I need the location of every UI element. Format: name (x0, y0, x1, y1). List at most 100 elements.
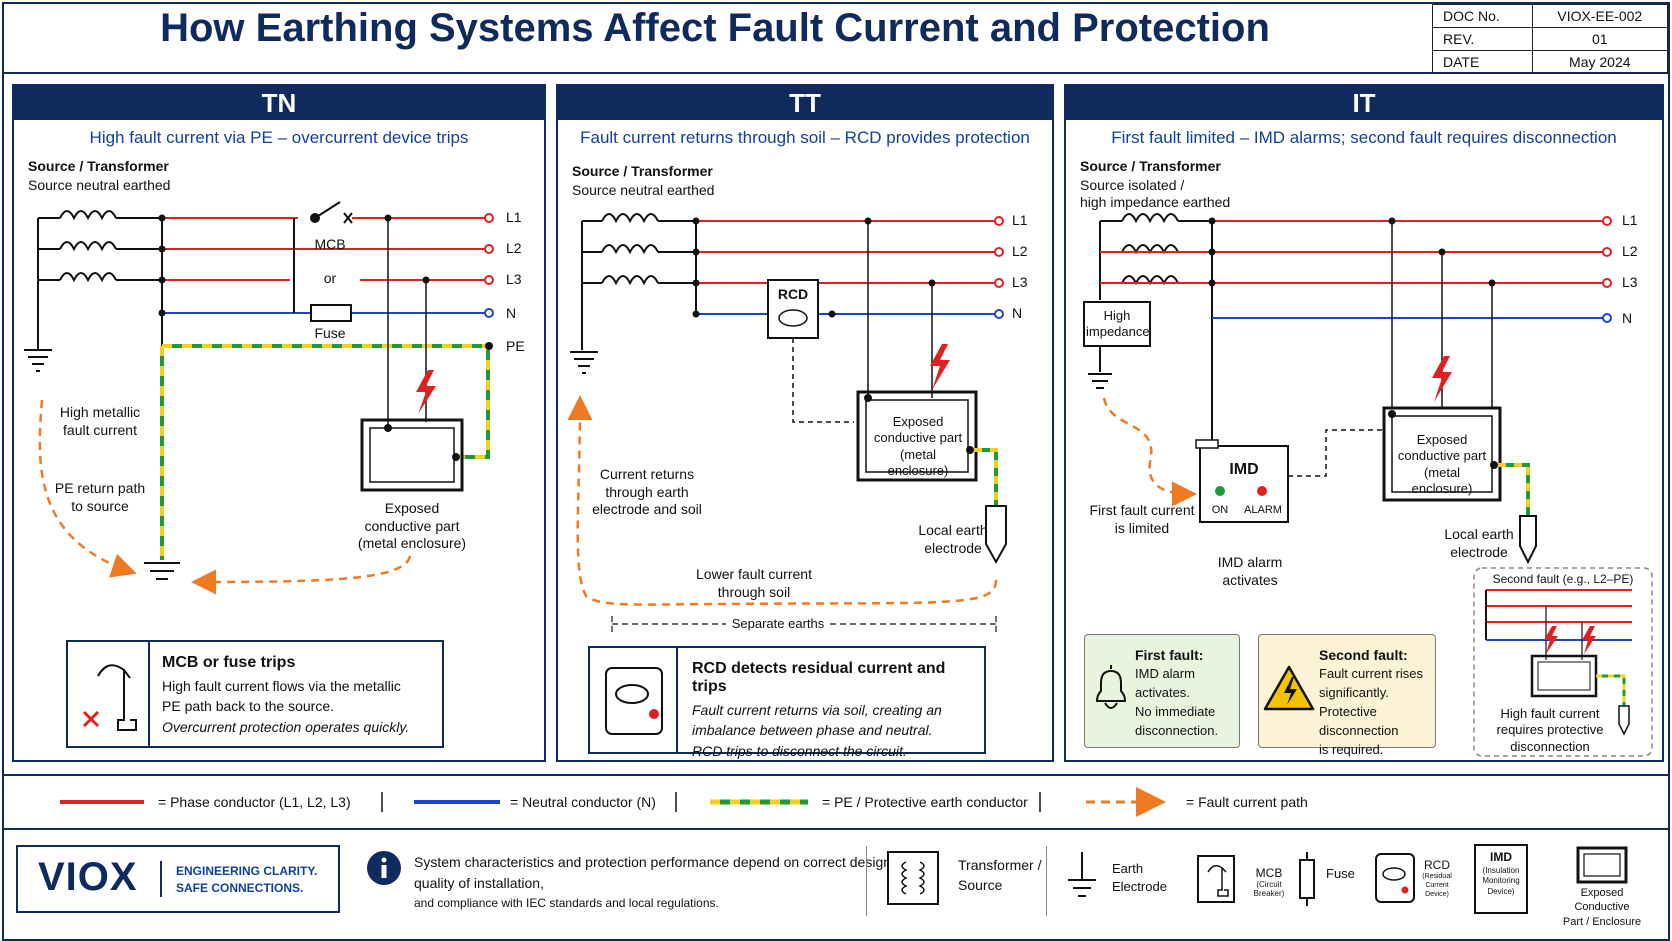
tt-earth-electrode (985, 505, 1007, 565)
it-second-fault-line2: significantly. (1319, 685, 1389, 701)
it-mini-lines (1485, 589, 1632, 641)
it-lightning-icon (1432, 356, 1452, 402)
legend-neutral-text: = Neutral conductor (N) (510, 794, 656, 810)
it-first-limited-label: First fault current is limited (1089, 502, 1195, 536)
it-mini-electrode (1618, 705, 1630, 736)
it-first-fault-line3: disconnection. (1135, 722, 1219, 738)
it-earth-electrode (1519, 515, 1537, 565)
tn-subtitle: High fault current via PE – overcurrent … (89, 128, 469, 147)
tn-mcb-label: MCB (314, 236, 346, 252)
tn-pe-terminal (485, 342, 493, 350)
it-high-impedance-box (1083, 301, 1151, 347)
tt-fault-point (864, 394, 872, 402)
tt-lightning-icon (930, 344, 950, 390)
doc-key: DATE (1432, 50, 1533, 74)
footer-imd-sub1: (Insulation (1482, 866, 1520, 875)
tn-note-content: MCB or fuse trips High fault current flo… (162, 654, 438, 737)
tt-note-line1: Fault current returns via soil, creating… (692, 702, 942, 718)
mcb-trip-icon (82, 664, 137, 731)
tt-rcd-box (767, 279, 819, 339)
it-enclosure-label: Exposed conductive part (metal enclosure… (1397, 432, 1487, 496)
tn-lightning-icon (416, 370, 436, 414)
it-terminals (1602, 216, 1612, 323)
rcd-device-icon (605, 667, 663, 735)
doc-value: 01 (1531, 27, 1669, 51)
it-first-fault-line2: No immediate (1135, 703, 1216, 719)
it-phase-lines (1100, 220, 1604, 284)
footer-exposed-1: Exposed (1580, 887, 1624, 899)
it-imd-on-led (1215, 486, 1225, 496)
footer-info: System characteristics and protection pe… (414, 852, 895, 912)
tn-mcb-switch (293, 201, 353, 313)
footer-exposed-3: Part / Enclosure (1562, 915, 1642, 928)
tn-header: TN (14, 86, 544, 120)
earth-electrode-icon (1068, 852, 1096, 897)
tn-note-icon-cell (68, 642, 150, 746)
tt-line-l1: L1 (1012, 212, 1028, 228)
tt-line-l2: L2 (1012, 243, 1028, 259)
it-mini-lightning-icon-2 (1582, 626, 1596, 654)
tt-source-title: Source / Transformer (572, 163, 713, 179)
tn-line-l3: L3 (506, 271, 522, 287)
footer-transformer: Transformer / Source (958, 856, 1042, 895)
tt-note-icon-cell (590, 648, 678, 752)
legend-top-divider (2, 774, 1668, 776)
it-junctions (1208, 217, 1496, 287)
footer-sep-1 (866, 846, 867, 916)
legend-neutral-line (414, 800, 500, 804)
tt-rcd-coil (778, 309, 808, 327)
exposed-part-icon (1576, 846, 1628, 884)
footer-imd-sub2: Monitoring (1482, 876, 1520, 886)
tn-note-title: MCB or fuse trips (162, 654, 296, 671)
tn-fuse-label: Fuse (314, 325, 346, 341)
tn-line-l1: L1 (506, 209, 522, 225)
it-second-fault-line1: Fault current rises (1319, 666, 1424, 682)
footer-imd: IMD (Insulation Monitoring Device) (1474, 844, 1528, 914)
doc-value: VIOX-EE-002 (1531, 4, 1669, 28)
legend-pe-text: = PE / Protective earth conductor (822, 794, 1028, 810)
tt-subtitle: Fault current returns through soil – RCD… (580, 128, 1030, 147)
tn-pe-bond (452, 453, 460, 461)
tt-enclosure (856, 221, 978, 482)
footer-top-divider (2, 828, 1668, 830)
tn-pe-line (160, 344, 490, 560)
it-enclosure (1382, 406, 1502, 502)
footer-info-1: System characteristics and protection pe… (414, 854, 895, 870)
it-line-n: N (1622, 310, 1633, 326)
legend-phase-text: = Phase conductor (L1, L2, L3) (158, 794, 351, 810)
tn-line-n: N (506, 305, 517, 321)
legend-fault-text: = Fault current path (1186, 794, 1308, 810)
legend-phase-line (60, 800, 144, 804)
tt-junctions (692, 217, 936, 318)
tn-phase-lines (162, 217, 486, 281)
tt-lower-fault-label: Lower fault current through soil (696, 566, 812, 600)
footer-info-2: quality of installation, (414, 875, 544, 891)
footer-mcb: MCB (Circuit Breaker) (1246, 866, 1292, 898)
footer-transformer-1: Transformer / (958, 857, 1042, 873)
tn-main-earth (144, 562, 180, 580)
fuse-icon (1299, 852, 1315, 906)
brand-tagline-1: ENGINEERING CLARITY. (176, 864, 318, 878)
footer-mcb-label: MCB (1255, 866, 1283, 880)
it-mini-pe (1596, 674, 1626, 706)
legend-separators (381, 792, 1041, 812)
it-imd-alarm-activates-label: IMD alarm activates (1217, 554, 1283, 588)
it-second-fault-text: High fault current requires protective d… (1496, 706, 1604, 754)
tt-separate-earths-label: Separate earths (731, 616, 825, 631)
it-second-fault-box (1473, 567, 1653, 757)
it-first-fault-box: First fault: IMD alarm activates. No imm… (1084, 634, 1240, 748)
it-source-earth (1088, 373, 1112, 389)
tt-line-l3: L3 (1012, 274, 1028, 290)
tt-panel: TT Fault current returns through soil – … (556, 84, 1054, 762)
tt-line-n: N (1012, 305, 1023, 321)
it-source-title: Source / Transformer (1080, 158, 1221, 174)
footer-exposed-2: Conductive (1574, 901, 1630, 914)
tt-local-earth-label: Local earth electrode (918, 522, 988, 556)
footer-rcd: RCD (Residual Current Device) (1418, 858, 1456, 899)
it-imd-alarm-label: ALARM (1244, 504, 1282, 516)
tn-source-earth (24, 349, 52, 372)
tn-enclosure (360, 218, 464, 492)
footer-transformer-2: Source (958, 876, 1003, 893)
